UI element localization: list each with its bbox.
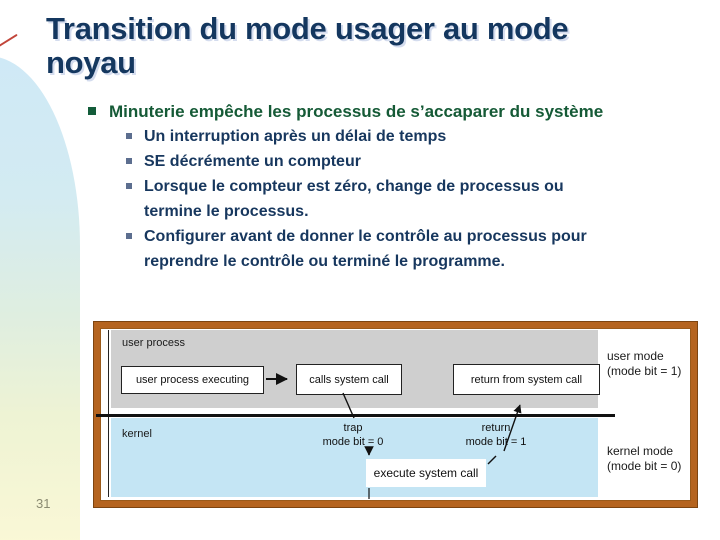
list-item: Un interruption après un délai de temps (126, 124, 706, 149)
return-from-system-call-box: return from system call (453, 364, 600, 395)
mode-transition-diagram: user process kernel user process executi… (94, 322, 697, 507)
title-line-1: Transition du mode usager au mode (46, 11, 569, 46)
kernel-mode-line1: kernel mode (607, 444, 674, 458)
bullet-square-icon (126, 133, 132, 139)
bullet-list: Minuterie empêche les processus de s’acc… (88, 99, 706, 274)
kernel-mode-line2: (mode bit = 0) (607, 459, 682, 473)
kernel-mode-annotation: kernel mode (mode bit = 0) (607, 444, 681, 474)
return-label-line2: mode bit = 1 (465, 436, 527, 448)
user-mode-line2: (mode bit = 1) (607, 364, 682, 378)
return-label-line1: return (481, 422, 511, 434)
trap-label: trap mode bit = 0 (300, 421, 406, 449)
title-line-2: noyau (46, 45, 136, 80)
list-item: SE décrémente un compteur (126, 149, 706, 174)
list-item: Configurer avant de donner le contrôle a… (126, 224, 706, 274)
page-title: Transition du mode usager au mode noyau (46, 12, 701, 80)
red-accent-line (0, 33, 18, 49)
trap-label-line2: mode bit = 0 (322, 436, 384, 448)
kernel-label: kernel (122, 428, 152, 440)
diagram-left-axis-line (108, 330, 109, 497)
diagram-arrows (266, 373, 522, 499)
execute-system-call-box: execute system call (366, 459, 486, 487)
page-number: 31 (36, 496, 51, 511)
return-label: return mode bit = 1 (443, 421, 549, 449)
left-decorative-band (0, 56, 80, 540)
user-mode-line1: user mode (607, 349, 664, 363)
bullet-text: Un interruption après un délai de temps (144, 128, 447, 145)
bullet-square-icon (126, 183, 132, 189)
user-mode-annotation: user mode (mode bit = 1) (607, 349, 681, 379)
kernel-region (111, 418, 598, 497)
bullet-text: SE décrémente un compteur (144, 153, 361, 170)
trap-label-line1: trap (343, 422, 363, 434)
user-process-executing-box: user process executing (121, 366, 264, 394)
bullet-text: Minuterie empêche les processus de s’acc… (109, 102, 604, 121)
bullet-text: Configurer avant de donner le contrôle a… (144, 228, 587, 270)
list-item: Minuterie empêche les processus de s’acc… (88, 99, 706, 124)
bullet-text: Lorsque le compteur est zéro, change de … (144, 178, 564, 220)
bullet-square-icon (126, 158, 132, 164)
bullet-square-icon (88, 107, 96, 115)
user-process-label: user process (122, 337, 185, 349)
bullet-square-icon (126, 233, 132, 239)
user-kernel-boundary-line (96, 414, 615, 417)
calls-system-call-box: calls system call (296, 364, 402, 395)
list-item: Lorsque le compteur est zéro, change de … (126, 174, 706, 224)
